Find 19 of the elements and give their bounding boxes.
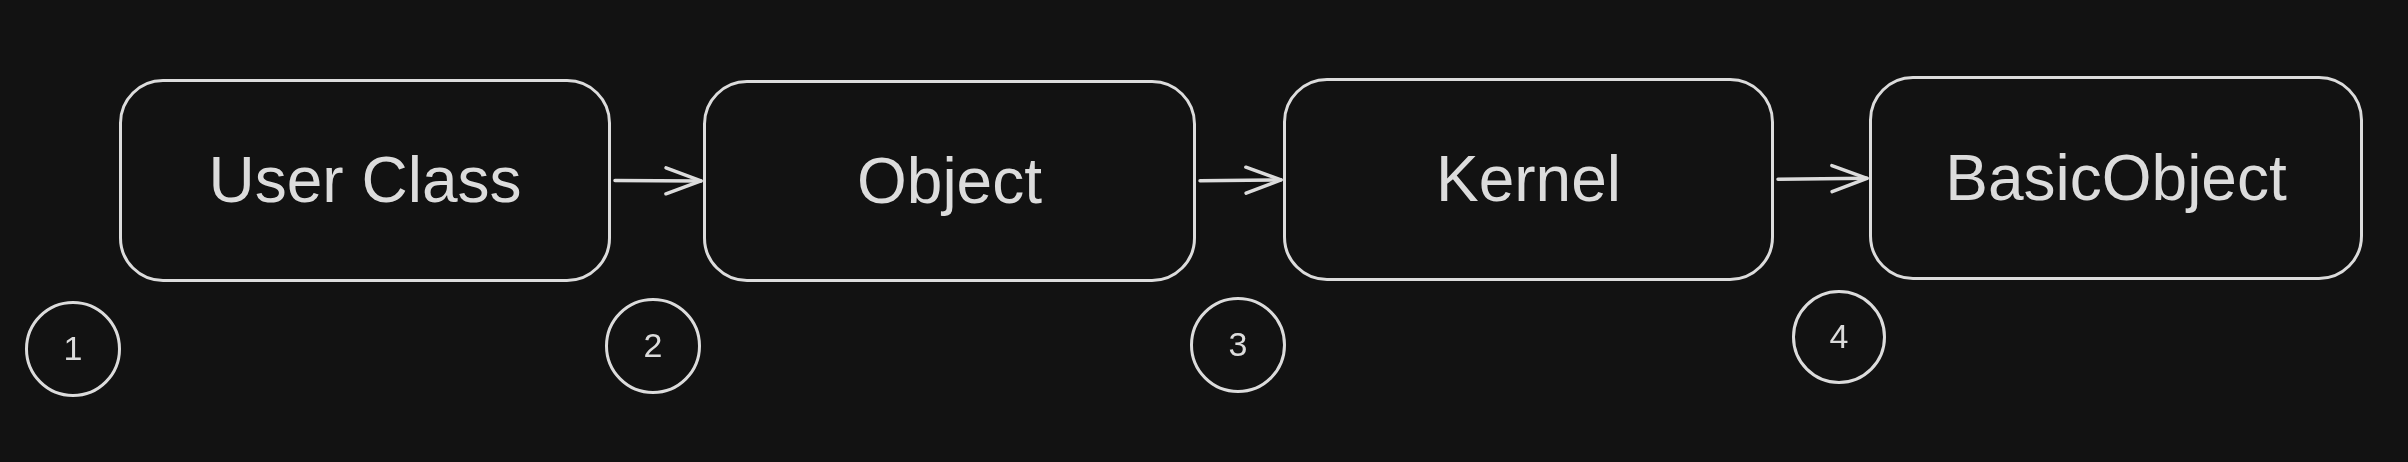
class-box (1283, 78, 1774, 281)
callout-number: 2 (643, 327, 663, 365)
callout-number: 4 (1829, 318, 1849, 356)
class-box (1869, 76, 2363, 280)
number-circle (1190, 297, 1286, 393)
box-label: User Class (208, 145, 522, 216)
arrow (1198, 165, 1283, 195)
callout-number: 1 (63, 330, 83, 368)
arrow (613, 166, 703, 196)
box-label: Kernel (1436, 144, 1621, 215)
number-circle (25, 301, 121, 397)
box-label: BasicObject (1945, 142, 2287, 214)
callout-number: 3 (1228, 326, 1248, 364)
class-box (703, 80, 1196, 282)
number-circle (605, 298, 701, 394)
arrow (1776, 163, 1869, 194)
class-box (119, 79, 611, 282)
number-circle (1792, 290, 1886, 384)
box-label: Object (857, 145, 1042, 217)
